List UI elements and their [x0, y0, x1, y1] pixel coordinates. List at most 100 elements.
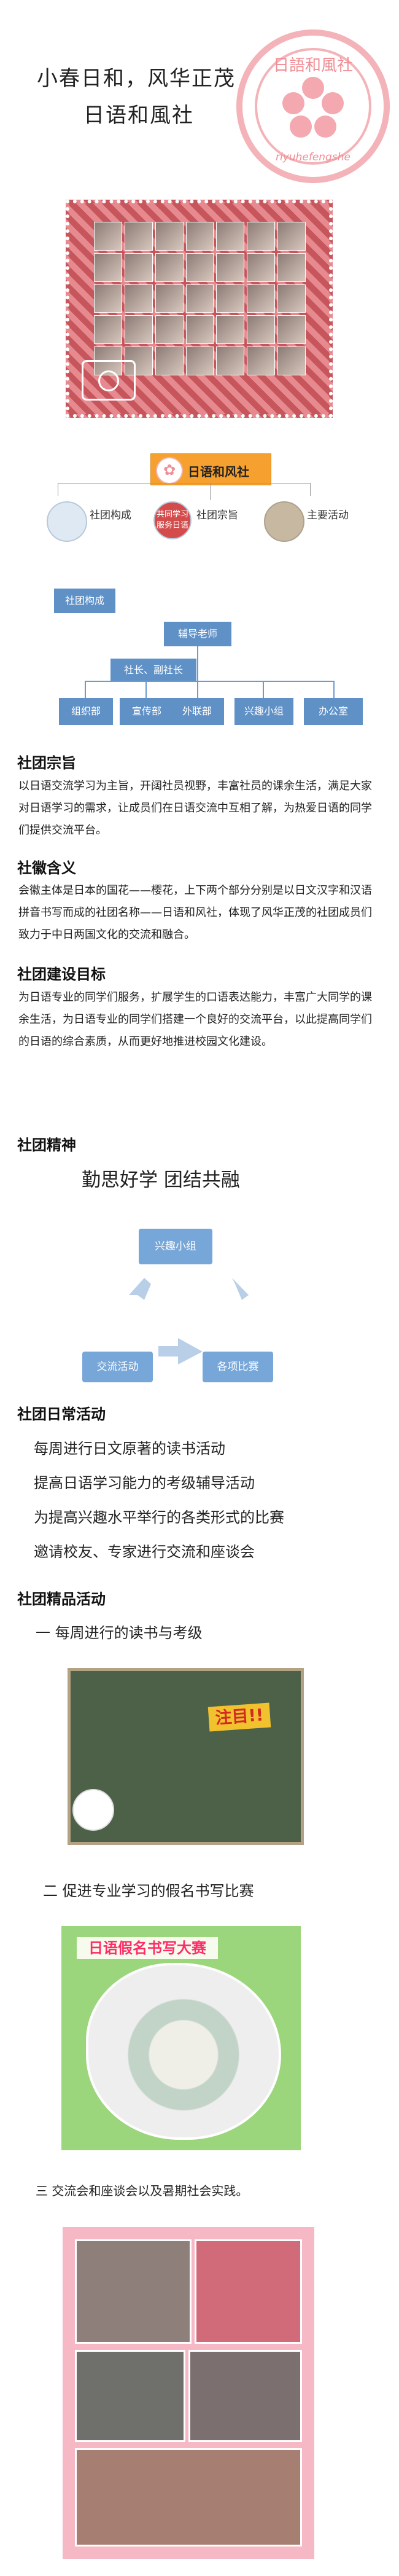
club-logo-text: 日语和风社	[188, 464, 249, 479]
seal-top-text: 日語和風社	[273, 57, 353, 75]
exchange-photo	[75, 2448, 302, 2547]
member-photo	[216, 253, 245, 282]
calligraphy-banner: 日语假名书写大赛	[77, 1937, 218, 1959]
member-photo	[185, 253, 214, 282]
page-title-line-1: 小春日和，风华正茂	[37, 66, 236, 91]
member-photo	[247, 222, 276, 251]
org-item-structure: 社团构成	[47, 501, 145, 544]
member-photo	[155, 346, 184, 375]
member-photo	[277, 222, 306, 251]
list-item: 为提高兴趣水平举行的各类形式的比赛	[34, 1509, 284, 1526]
department-box: 兴趣小组	[234, 698, 293, 725]
purpose-text: 以日语交流学习为主旨，开阔社员视野，丰富社员的课余生活，满足大家对日语学习的需求…	[18, 780, 372, 837]
exchange-box: 交流活动	[82, 1352, 153, 1382]
sakura-icon	[282, 77, 344, 138]
club-seal-logo: 日語和風社 riyuhefengshe	[236, 29, 390, 183]
camera-icon	[82, 360, 136, 401]
member-photo	[155, 253, 184, 282]
member-photo	[247, 346, 276, 375]
member-photo	[216, 284, 245, 313]
seal-bottom-text: riyuhefengshe	[276, 151, 351, 163]
arrow-left-up-icon	[129, 1278, 151, 1300]
emblem-text: 会徽主体是日本的国花——樱花，上下两个部分分别是以日文汉字和汉语拼音书写而成的社…	[18, 884, 372, 941]
structure-icon	[47, 501, 87, 542]
org-center-line	[210, 483, 211, 500]
list-item: 提高日语学习能力的考级辅导活动	[34, 1474, 255, 1492]
member-photo	[185, 284, 214, 313]
member-photo	[185, 315, 214, 345]
member-photo	[277, 346, 306, 375]
featured-title: 社团精品活动	[17, 1591, 106, 1608]
department-line	[85, 681, 86, 698]
calligraphy-photo: 日语假名书写大赛	[61, 1926, 301, 2150]
goal-title: 社团建设目标	[17, 966, 106, 983]
org-item-label: 社团宗旨	[196, 509, 238, 522]
member-photo	[277, 253, 306, 282]
competition-box: 各项比赛	[203, 1352, 273, 1382]
exchange-photo	[195, 2239, 302, 2344]
member-photo	[124, 315, 153, 345]
department-box: 组织部	[59, 698, 113, 725]
club-logo-box: ✿ 日语和风社	[150, 453, 271, 485]
list-item: 每周进行日文原著的读书活动	[34, 1440, 225, 1457]
page-title-line-2: 日语和風社	[83, 103, 194, 128]
leader-box: 社长、副社长	[110, 659, 196, 682]
purpose-badge-icon: 共同学习 服务日语	[153, 501, 192, 539]
org-item-label: 社团构成	[90, 509, 131, 522]
advisor-box: 辅导老师	[164, 622, 231, 646]
member-photo	[155, 222, 184, 251]
org-item-activities: 主要活动	[264, 501, 368, 544]
department-box: 办公室	[304, 698, 363, 725]
member-photo	[124, 222, 153, 251]
exchange-photo	[75, 2239, 192, 2344]
activity-photo-icon	[264, 501, 304, 542]
interest-group-box: 兴趣小组	[139, 1229, 212, 1264]
attention-badge: 注目!!	[207, 1702, 271, 1732]
list-item: 邀请校友、专家进行交流和座谈会	[34, 1543, 255, 1560]
member-photo	[94, 222, 122, 251]
member-photo	[277, 315, 306, 345]
department-line	[333, 681, 335, 698]
rabbit-icon	[72, 1789, 114, 1831]
department-box: 外联部	[170, 698, 224, 725]
member-photo-wall	[66, 200, 333, 418]
org-item-purpose: 共同学习 服务日语 社团宗旨	[153, 501, 252, 544]
member-photo	[124, 253, 153, 282]
emblem-title: 社徽含义	[17, 859, 76, 877]
horizontal-line	[85, 681, 333, 682]
member-photo	[185, 222, 214, 251]
spirit-title: 社团精神	[17, 1137, 76, 1154]
member-photo	[216, 346, 245, 375]
arrow-horizontal-icon	[158, 1338, 203, 1364]
member-photo	[216, 315, 245, 345]
purpose-title: 社团宗旨	[17, 754, 76, 772]
department-line	[263, 681, 264, 698]
member-photo	[185, 346, 214, 375]
calligraphy-collage	[86, 1963, 281, 2140]
club-motto: 勤思好学 团结共融	[82, 1169, 240, 1191]
daily-title: 社团日常活动	[17, 1406, 106, 1423]
member-photo	[247, 315, 276, 345]
daily-activity-list: 每周进行日文原著的读书活动 提高日语学习能力的考级辅导活动 为提高兴趣水平举行的…	[34, 1431, 284, 1569]
featured-item-3: 三 交流会和座谈会以及暑期社会实践。	[36, 2183, 249, 2198]
member-photo	[94, 253, 122, 282]
department-line	[197, 681, 198, 698]
exchange-photo-collage	[63, 2227, 314, 2559]
cycle-arrows	[129, 1278, 249, 1364]
member-photo	[247, 284, 276, 313]
vertical-line	[197, 646, 198, 681]
goal-text: 为日语专业的同学们服务，扩展学生的口语表达能力，丰富广大同学的课余生活，为日语专…	[18, 991, 372, 1048]
org-item-label: 主要活动	[307, 509, 349, 522]
arrow-right-down-icon	[232, 1278, 249, 1300]
member-photo-grid	[94, 222, 306, 375]
member-photo	[124, 284, 153, 313]
department-line	[145, 681, 147, 698]
composition-title-box: 社团构成	[54, 589, 115, 613]
member-photo	[94, 284, 122, 313]
member-photo	[216, 222, 245, 251]
org-branch-lines	[58, 483, 311, 496]
small-sakura-icon: ✿	[156, 457, 183, 484]
featured-item-2: 二 促进专业学习的假名书写比赛	[43, 1882, 254, 1900]
exchange-photo	[75, 2350, 185, 2442]
member-photo	[277, 284, 306, 313]
